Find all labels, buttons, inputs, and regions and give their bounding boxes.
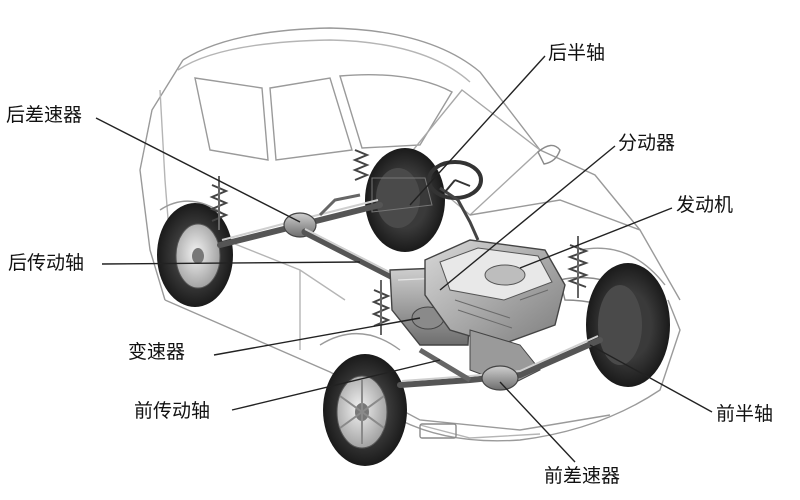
leader-engine	[519, 207, 673, 269]
wheel-front-left	[323, 354, 407, 466]
leader-front-drive-shaft	[231, 359, 441, 411]
leader-front-half-shaft	[589, 344, 713, 413]
label-front-half-shaft: 前半轴	[716, 403, 774, 425]
label-transmission: 变速器	[128, 341, 186, 363]
leader-rear-diff	[95, 117, 301, 223]
leader-front-diff	[499, 381, 576, 463]
leader-transmission	[213, 317, 421, 356]
label-rear-drive-shaft: 后传动轴	[8, 252, 85, 274]
label-rear-half-shaft: 后半轴	[548, 42, 606, 64]
label-transfer-case: 分动器	[618, 132, 676, 154]
leader-rear-half-shaft	[409, 55, 546, 206]
leader-lines	[95, 55, 713, 463]
drive-shaft	[301, 228, 399, 282]
leader-transfer-case	[439, 145, 616, 291]
label-engine: 发动机	[676, 194, 734, 216]
suspension-springs	[209, 149, 589, 335]
label-front-drive-shaft: 前传动轴	[134, 400, 211, 422]
car-body	[139, 27, 681, 442]
wheel-rear-left	[157, 203, 233, 307]
leader-rear-drive-shaft	[101, 261, 361, 265]
wheel-front-right	[586, 263, 670, 387]
rear-axle-assembly	[217, 193, 383, 248]
wheel-rear-right	[365, 148, 445, 252]
label-rear-differential: 后差速器	[6, 104, 83, 126]
front-axle-assembly	[397, 335, 603, 391]
steering-wheel	[427, 160, 483, 241]
label-front-differential: 前差速器	[544, 465, 621, 487]
